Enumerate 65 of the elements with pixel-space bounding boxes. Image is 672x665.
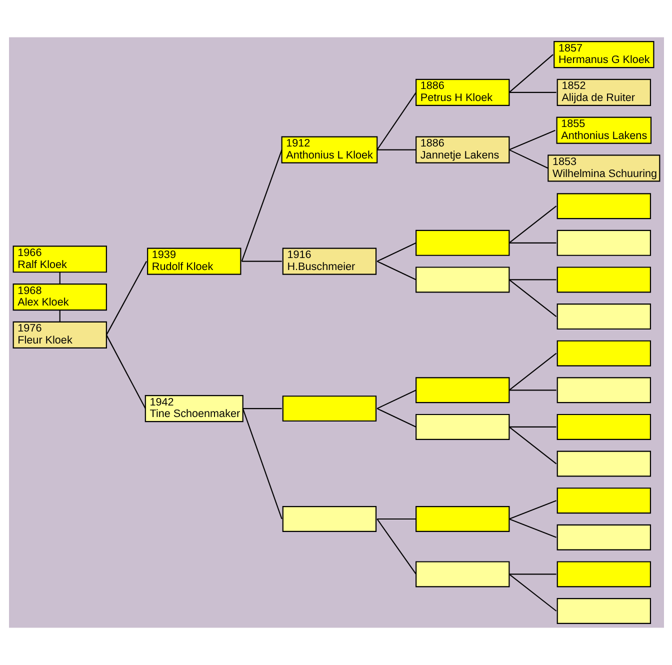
connector (508, 149, 548, 169)
connector (58, 272, 60, 284)
node-box (556, 524, 650, 550)
connector (508, 390, 556, 391)
node-box (556, 561, 650, 588)
node-box (282, 396, 376, 422)
connector (508, 518, 556, 538)
connector (508, 426, 556, 464)
node-box: 1886 Petrus H Kloek (415, 78, 510, 106)
node-box (556, 230, 650, 256)
node-box (556, 377, 650, 404)
connector (508, 92, 556, 93)
node-box: 1916 H.Buschmeier (282, 248, 376, 275)
connector (242, 408, 282, 410)
node-box (415, 230, 510, 256)
node-box (415, 377, 510, 404)
connector (508, 426, 556, 428)
node-box: 1855 Anthonius Lakens (556, 116, 652, 144)
connector (376, 408, 416, 428)
connector (508, 242, 556, 244)
node-box: 1852 Alijda de Ruiter (556, 78, 650, 106)
connector (376, 149, 416, 150)
connector (508, 352, 556, 391)
connector (376, 518, 416, 575)
node-box: 1939 Rudolf Kloek (146, 248, 241, 275)
node-box (556, 266, 650, 293)
node-box: 1968 Alex Kloek (12, 284, 106, 311)
connector (376, 260, 416, 280)
connector (240, 150, 282, 262)
node-box (556, 340, 650, 366)
connector (241, 260, 282, 262)
node-box: 1886 Jannetje Lakens (415, 136, 510, 164)
node-box: 1857 Hermanus G Kloek (553, 41, 654, 68)
connector (508, 130, 555, 150)
node-box: 1912 Anthonius L Kloek (280, 136, 378, 164)
node-box (556, 598, 650, 624)
node-box: 1976 Fleur Kloek (12, 321, 106, 348)
connector (58, 310, 60, 322)
node-box (415, 506, 510, 532)
node-box (415, 414, 510, 440)
connector (508, 500, 556, 520)
node-box (556, 450, 650, 477)
connector (508, 54, 553, 93)
node-box (556, 488, 650, 514)
node-box: 1853 Wilhelmina Schuuring (547, 154, 660, 182)
node-box (282, 506, 376, 532)
node-box (415, 561, 510, 588)
connector (508, 279, 556, 317)
connector (376, 518, 416, 520)
connector (508, 574, 556, 575)
node-box (556, 414, 650, 440)
node-box: 1966 Ralf Kloek (12, 246, 106, 273)
node-box: 1942 Tine Schoenmaker (144, 395, 243, 422)
connector (376, 242, 416, 262)
node-box (556, 304, 650, 330)
node-box (415, 266, 510, 293)
connector (376, 390, 416, 410)
connector (376, 92, 416, 150)
connector (242, 408, 282, 520)
connector (508, 279, 556, 280)
connector (105, 334, 146, 409)
node-box (556, 193, 650, 220)
connector (508, 206, 556, 244)
connector (105, 261, 146, 336)
connector (508, 574, 556, 612)
